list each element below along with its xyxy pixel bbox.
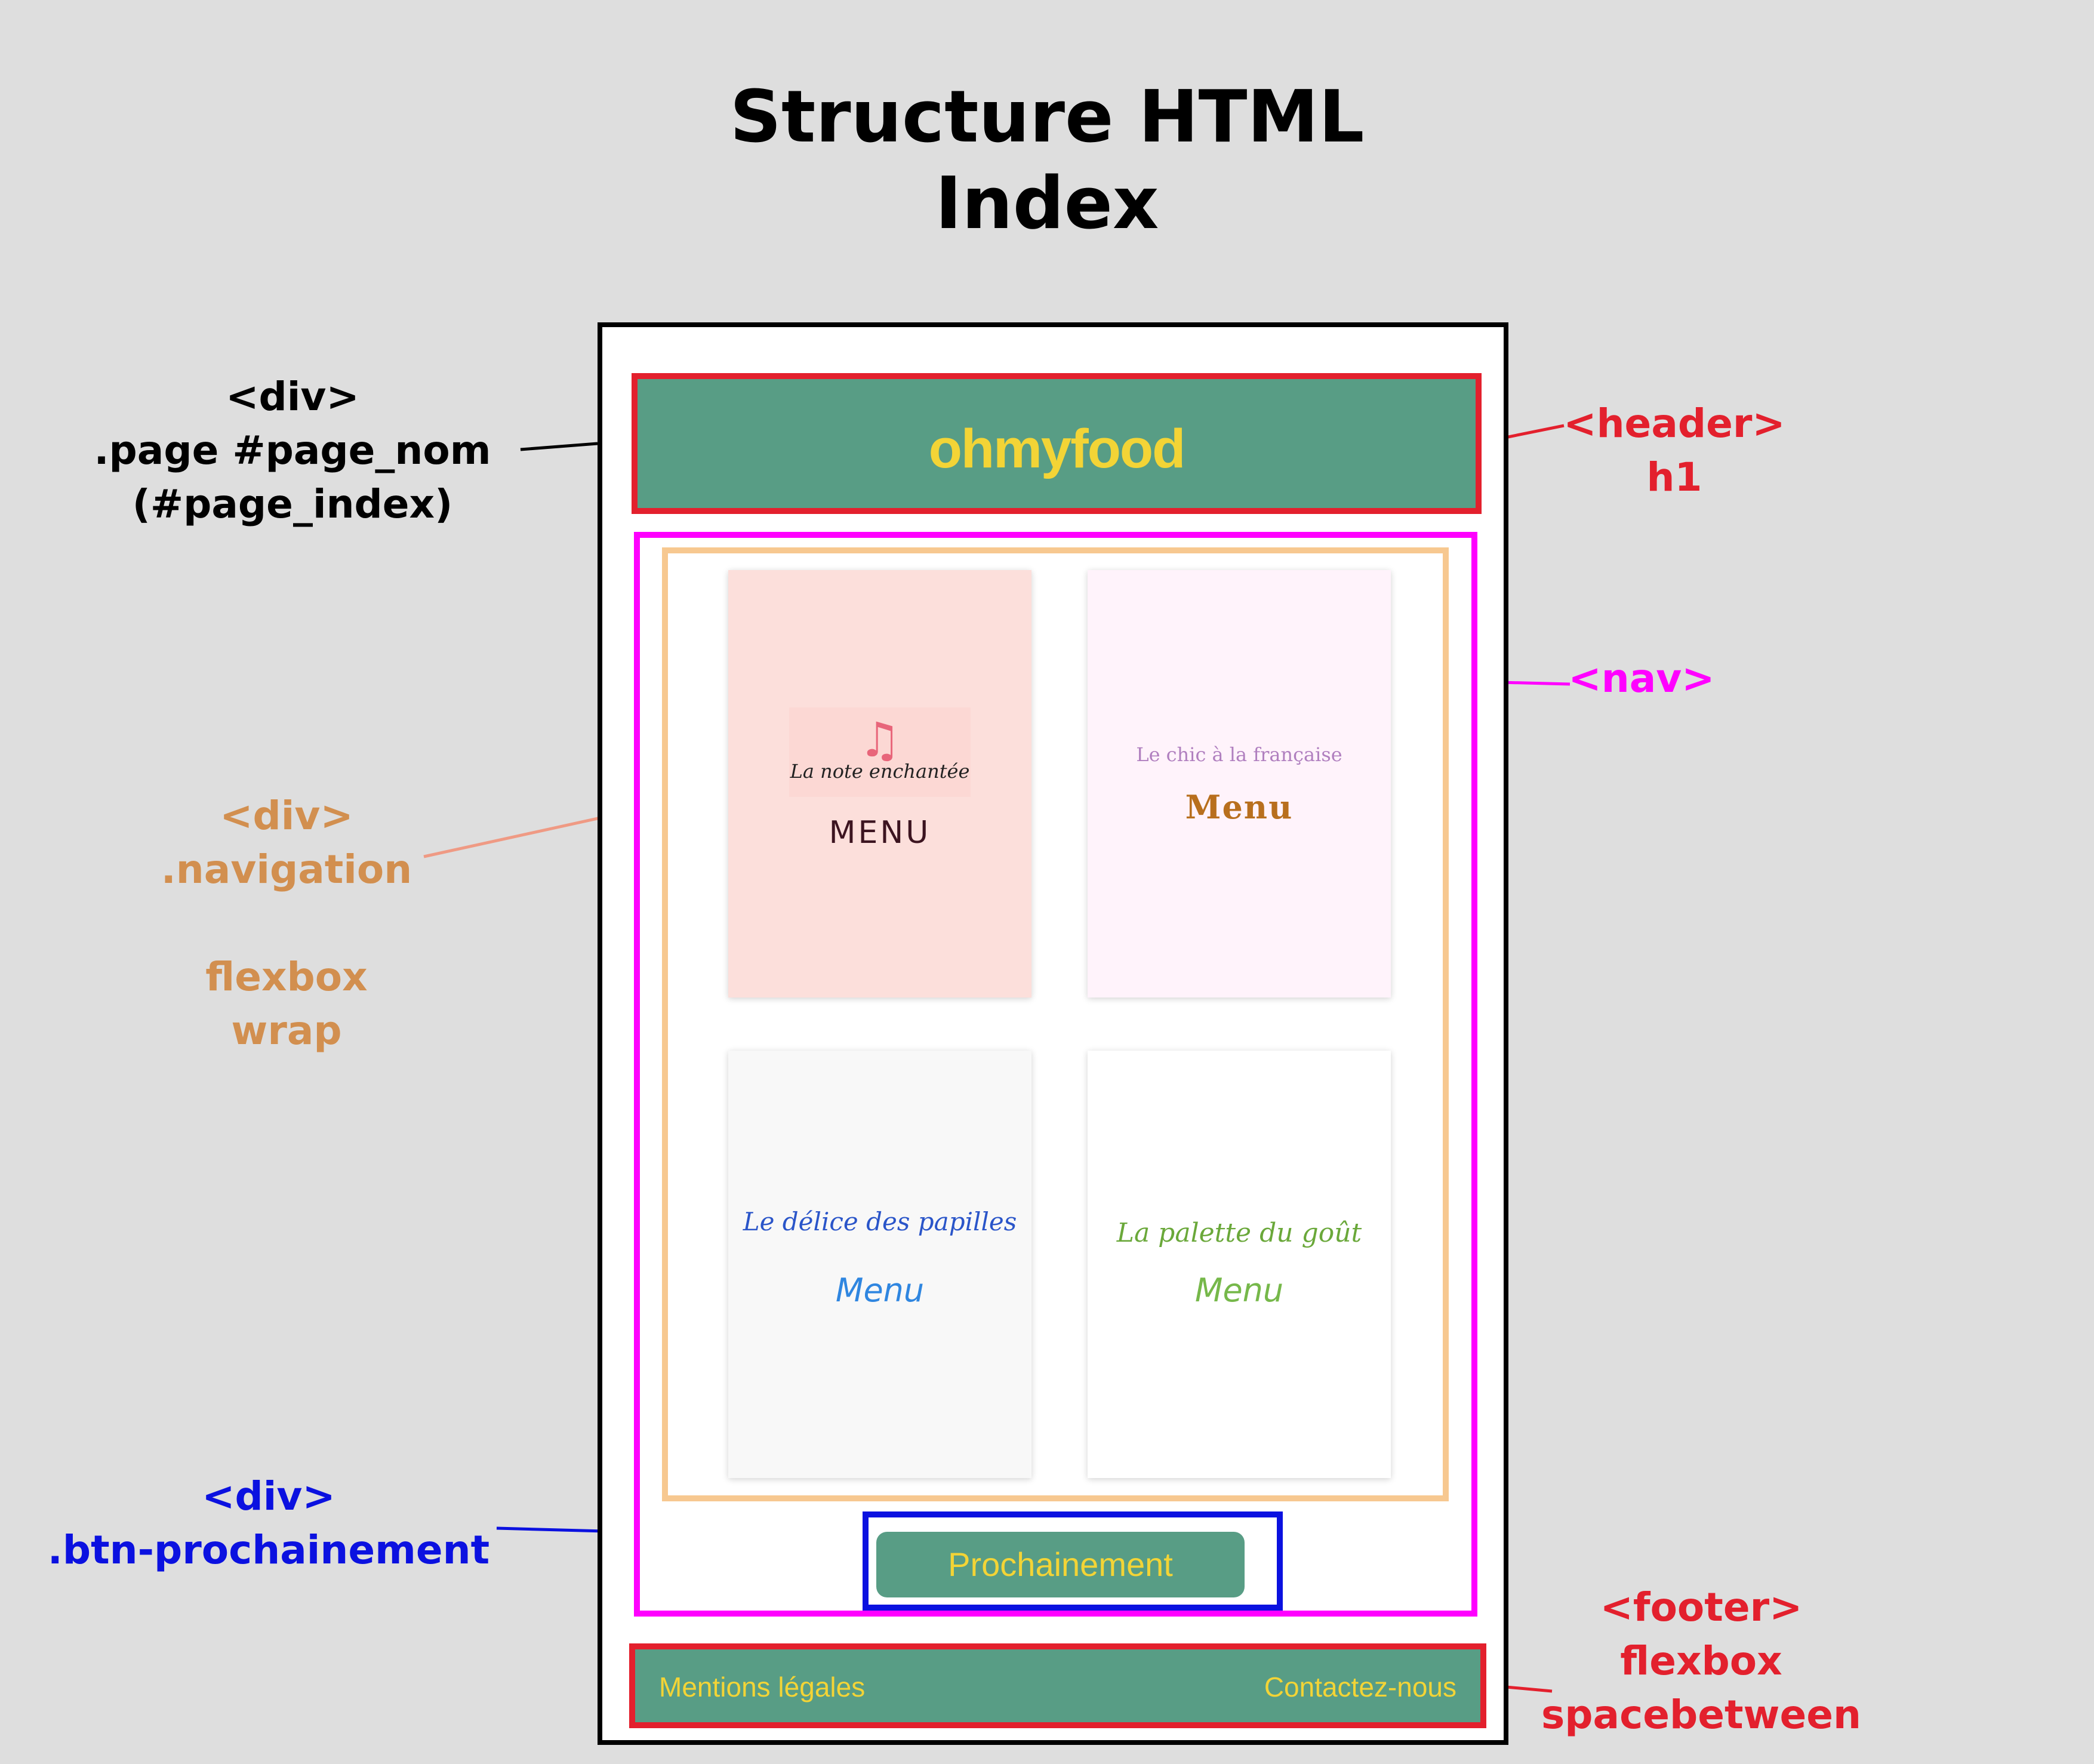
label-header-line2: h1 (1646, 454, 1702, 500)
label-btn-line1: <div> (202, 1473, 335, 1519)
btn-prochainement-outline (863, 1511, 1283, 1611)
label-footer: <footer> flexbox spacebetween (1534, 1581, 1868, 1742)
music-note-icon: ♫ (858, 712, 901, 768)
label-navigation-line4: flexbox (205, 954, 368, 1000)
label-footer-line1: <footer> (1600, 1584, 1803, 1630)
label-navigation-line5: wrap (231, 1008, 342, 1054)
footer-link-contact[interactable]: Contactez-nous (1264, 1671, 1456, 1703)
restaurant-name: La palette du goût (1116, 1218, 1362, 1248)
label-nav: <nav> (1552, 652, 1731, 706)
label-btn: <div> .btn-prochainement (36, 1470, 501, 1577)
label-page-line3: (#page_index) (132, 481, 453, 527)
restaurant-menu-label: Menu (1185, 788, 1294, 826)
label-btn-line2: .btn-prochainement (47, 1527, 490, 1573)
label-footer-line2: flexbox (1620, 1638, 1782, 1684)
restaurant-card-delice-papilles[interactable]: Le délice des papilles Menu (728, 1051, 1031, 1478)
restaurant-card-note-enchantee[interactable]: ♫ La note enchantée MENU (728, 570, 1031, 998)
prochainement-button[interactable]: Prochainement (876, 1532, 1245, 1597)
prochainement-button-label: Prochainement (948, 1546, 1173, 1583)
label-footer-line3: spacebetween (1541, 1692, 1861, 1738)
restaurant-menu-label: MENU (829, 815, 931, 851)
label-navigation-line1: <div> (220, 793, 353, 839)
label-header-line1: <header> (1563, 401, 1785, 447)
label-navigation-line2: .navigation (161, 846, 412, 892)
label-page-line2: .page #page_nom (94, 427, 491, 473)
restaurant-card-palette-gout[interactable]: La palette du goût Menu (1088, 1051, 1391, 1478)
label-page-div: <div> .page #page_nom (#page_index) (72, 370, 513, 531)
mockup-logo[interactable]: ohmyfood (928, 418, 1186, 479)
restaurant-card-chic-francaise[interactable]: Le chic à la française Menu (1088, 570, 1391, 998)
restaurant-name: La note enchantée (790, 760, 970, 783)
restaurant-name: Le délice des papilles (743, 1207, 1017, 1236)
label-page-line1: <div> (226, 374, 359, 420)
label-navigation-spacer (119, 897, 454, 950)
label-header: <header> h1 (1552, 397, 1797, 504)
label-navigation: <div> .navigation flexbox wrap (119, 789, 454, 1058)
diagram-title-line2: Index (935, 162, 1159, 245)
restaurant-menu-label: Menu (1194, 1272, 1284, 1309)
restaurant-name: Le chic à la française (1136, 743, 1342, 766)
mockup-footer: Mentions légales Contactez-nous (629, 1643, 1486, 1728)
label-nav-line1: <nav> (1568, 655, 1715, 701)
leader-page (520, 442, 598, 451)
mockup-navigation-outline (662, 547, 1449, 1501)
diagram-title-line1: Structure HTML (729, 76, 1365, 159)
mockup-header: ohmyfood (632, 373, 1482, 514)
restaurant-menu-label: Menu (835, 1272, 925, 1309)
footer-link-mentions-legales[interactable]: Mentions légales (659, 1671, 866, 1703)
restaurant-logo-box (789, 707, 971, 797)
